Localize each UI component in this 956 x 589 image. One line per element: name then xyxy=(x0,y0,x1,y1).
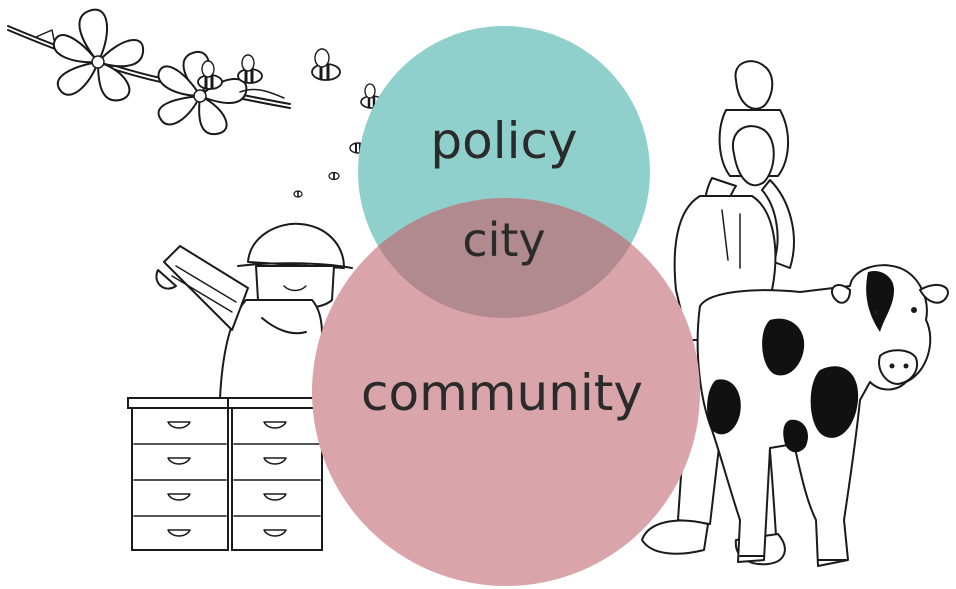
bee-2 xyxy=(237,54,263,84)
beehive-right xyxy=(227,397,327,551)
blossom-1 xyxy=(52,8,145,102)
community-label: community xyxy=(361,364,643,422)
blossom-2 xyxy=(157,50,248,136)
bee-7 xyxy=(293,190,303,198)
venn-diagram: policy city community xyxy=(312,26,700,586)
city-label: city xyxy=(462,213,545,267)
bee-1 xyxy=(197,60,223,90)
bee-6 xyxy=(328,171,340,181)
flowering-branch-illustration xyxy=(7,8,291,136)
cow-illustration xyxy=(696,264,949,567)
policy-label: policy xyxy=(430,112,577,170)
beehive-left xyxy=(127,397,233,551)
community-circle xyxy=(312,198,700,586)
bee-3 xyxy=(311,48,341,81)
bees-illustration xyxy=(197,48,384,198)
beehives-illustration xyxy=(127,397,327,551)
